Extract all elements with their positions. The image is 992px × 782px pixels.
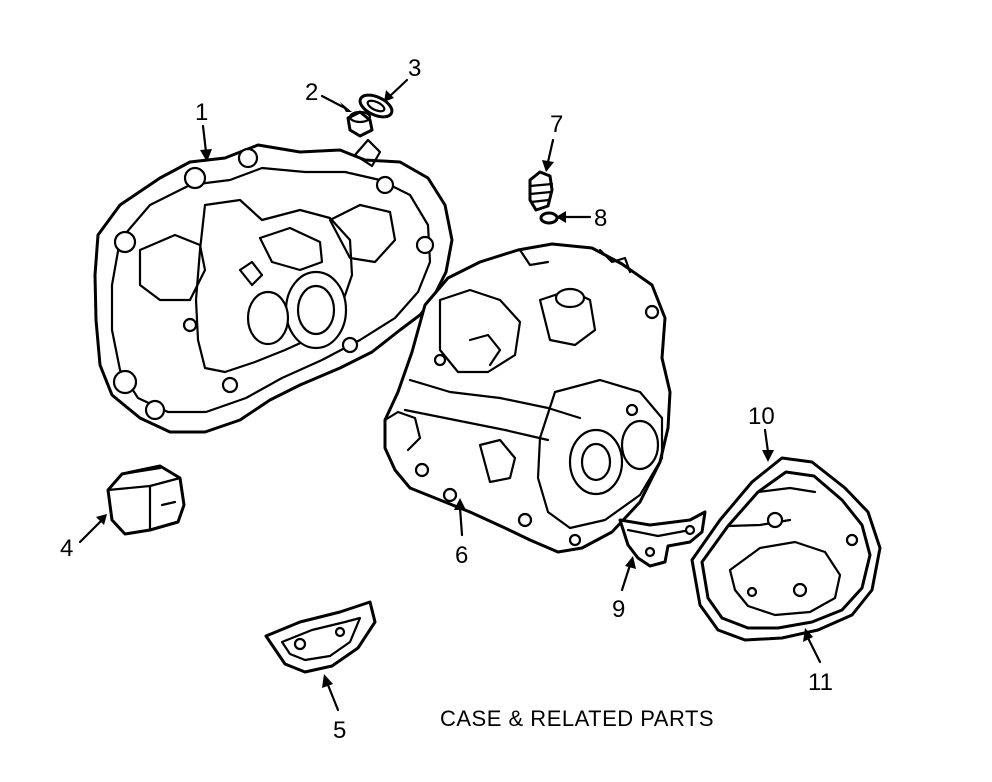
leader-11 [806, 636, 822, 664]
callout-6: 6 [455, 542, 468, 569]
arrowhead-11 [803, 628, 813, 642]
arrowhead-9 [625, 556, 636, 569]
callout-9: 9 [612, 596, 625, 623]
callout-5: 5 [333, 717, 346, 744]
callout-2: 2 [305, 79, 318, 106]
arrowhead-7 [542, 160, 554, 172]
callout-11: 11 [808, 669, 833, 696]
arrowhead-1 [200, 149, 212, 162]
leader-6 [458, 506, 464, 537]
callout-10: 10 [748, 403, 775, 430]
leader-1 [201, 124, 208, 154]
leader-9 [620, 563, 632, 592]
arrowhead-8 [556, 211, 566, 223]
callout-1: 1 [195, 99, 208, 126]
arrowhead-10 [762, 450, 774, 462]
seal-part-3 [358, 93, 394, 119]
arrowhead-3 [384, 90, 394, 102]
leader-7 [546, 138, 555, 164]
diagram-caption: CASE & RELATED PARTS [440, 706, 714, 731]
callout-numbers: 1 2 3 4 5 6 7 8 9 10 11 [60, 55, 833, 744]
callout-3: 3 [408, 55, 421, 82]
bushing-part-2 [346, 110, 374, 138]
arrowhead-5 [322, 674, 333, 688]
leader-4 [78, 520, 102, 544]
clutch-housing-part-1 [93, 138, 454, 434]
arrowhead-4 [96, 514, 107, 525]
breather-part-7 [528, 170, 554, 212]
transmission-case-part-6 [383, 242, 672, 554]
leader-lines [78, 78, 822, 712]
arrowhead-6 [454, 498, 466, 510]
leader-10 [763, 428, 770, 454]
bracket-part-4 [106, 464, 186, 536]
callout-4: 4 [60, 535, 73, 562]
leader-2 [320, 94, 347, 110]
leader-5 [326, 683, 340, 712]
pan-cover-part-5 [264, 600, 377, 674]
callout-8: 8 [594, 205, 607, 232]
end-cover-part-11 [700, 470, 872, 630]
bracket-part-9 [618, 510, 707, 568]
o-ring-part-8 [539, 211, 559, 225]
callout-7: 7 [550, 111, 563, 138]
arrowhead-2 [340, 102, 352, 112]
leader-3 [388, 78, 409, 98]
